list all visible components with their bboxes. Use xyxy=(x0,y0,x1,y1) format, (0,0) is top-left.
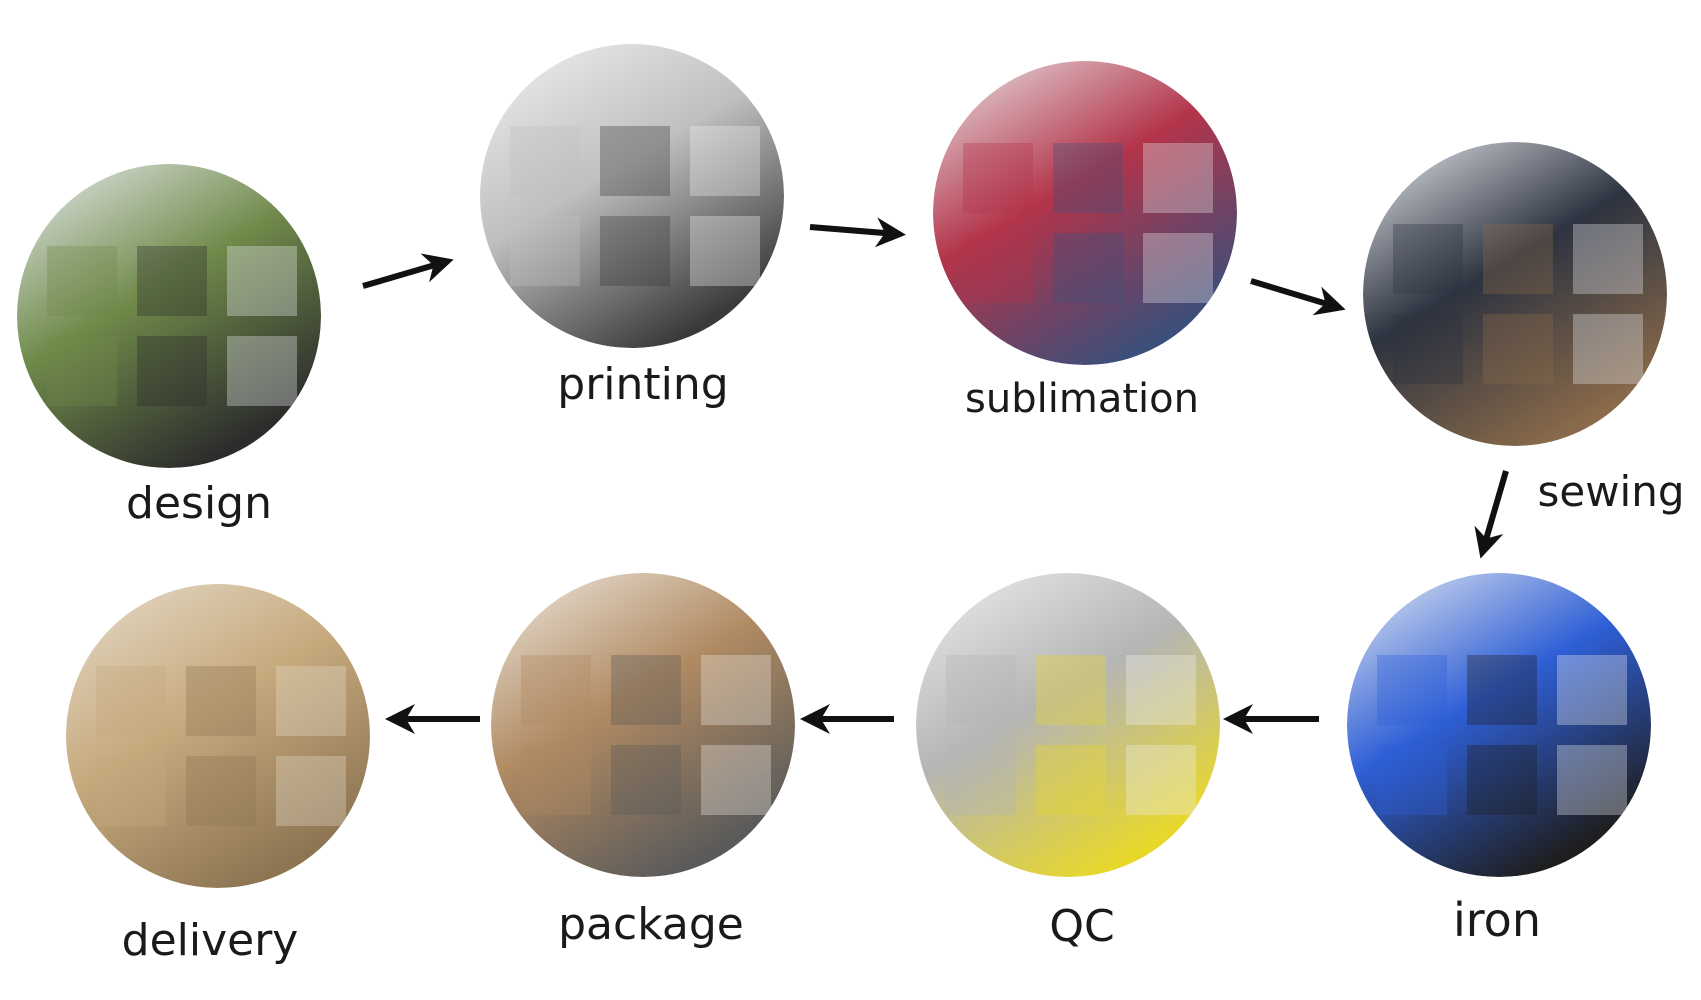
arrow-printing-to-sublimation xyxy=(809,217,906,248)
label-printing: printing xyxy=(557,359,728,410)
photo-sewing xyxy=(1363,142,1667,446)
photo-qc xyxy=(916,573,1220,877)
flow-arrows xyxy=(362,217,1509,734)
label-sublimation: sublimation xyxy=(965,376,1199,422)
photo-iron xyxy=(1347,573,1651,877)
label-sewing: sewing xyxy=(1537,467,1684,516)
arrow-design-to-printing xyxy=(362,253,454,289)
photo-printing xyxy=(480,44,784,348)
label-qc: QC xyxy=(1049,901,1114,952)
label-delivery: delivery xyxy=(122,915,299,966)
label-design: design xyxy=(126,478,272,529)
arrow-sublimation-to-sewing xyxy=(1250,278,1346,316)
label-iron: iron xyxy=(1453,893,1541,947)
arrow-sewing-to-iron xyxy=(1474,470,1509,559)
photo-delivery xyxy=(66,584,370,888)
photo-sublimation xyxy=(933,61,1237,365)
photo-design xyxy=(17,164,321,468)
photo-package xyxy=(491,573,795,877)
label-package: package xyxy=(558,899,744,950)
